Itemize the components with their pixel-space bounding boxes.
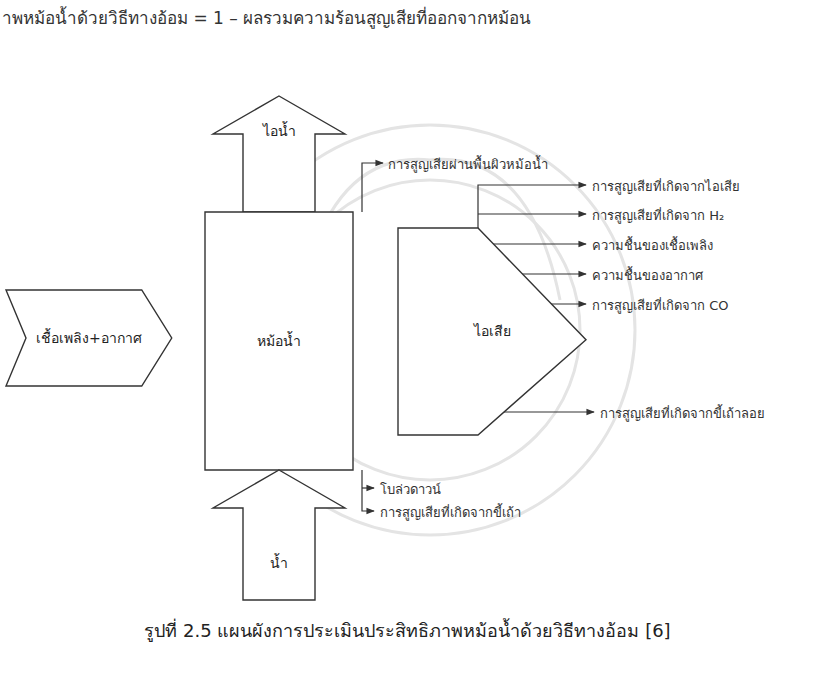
loss-label: การสูญเสียที่เกิดจากไอเสีย <box>592 176 740 195</box>
loss-label: การสูญเสียที่เกิดจากขี้เถ้าลอย <box>600 406 765 421</box>
loss-label: การสูญเสียที่เกิดจากขี้เถ้าลอย <box>600 403 765 422</box>
loss-label: โบล่วดาวน์ <box>380 482 441 497</box>
loss-label: การสูญเสียที่เกิดจาก CO <box>592 295 728 314</box>
steam-arrow: ไอน้ำ <box>213 96 345 212</box>
loss-label: การสูญเสียที่เกิดจากไอเสีย <box>592 179 740 194</box>
exhaust-shape: ไอเสีย <box>398 228 586 435</box>
loss-label: การสูญเสียที่เกิดจาก CO <box>592 298 728 313</box>
header-text: าพหม้อน้ำด้วยวิธีทางอ้อม = 1 – ผลรวมความ… <box>2 8 531 28</box>
loss-label: การสูญเสียผ่านพื้นผิวหม้อน้ำ <box>388 157 548 172</box>
input-arrow: เชื้อเพลิง+อากาศ <box>6 290 172 386</box>
loss-label: โบล่วดาวน์ <box>380 479 441 498</box>
node-label: ไอเสีย <box>474 322 511 340</box>
loss-label: ความชื้นของเชื้อเพลิง <box>592 238 713 253</box>
figure-caption: รูปที่ 2.5 แผนผังการประเมินประสิทธิภาพหม… <box>144 620 670 641</box>
loss-label: การสูญเสียที่เกิดจาก H₂ <box>592 205 724 224</box>
node-label: หม้อน้ำ <box>257 332 301 350</box>
shape-outline <box>213 96 345 212</box>
header-text: าพหม้อน้ำด้วยวิธีทางอ้อม = 1 – ผลรวมความ… <box>2 8 531 28</box>
node-label: น้ำ <box>270 554 288 572</box>
leader-lines <box>362 163 594 511</box>
boiler-box: หม้อน้ำ <box>205 212 353 470</box>
loss-label: การสูญเสียที่เกิดจาก H₂ <box>592 208 724 223</box>
loss-label: ความชื้นของอากาศ <box>592 268 703 283</box>
node-label: ไอน้ำ <box>263 122 296 140</box>
shape-outline <box>213 470 345 600</box>
loss-label: ความชื้นของอากาศ <box>592 265 703 284</box>
loss-label: การสูญเสียที่เกิดจากขี้เถ้า <box>380 502 521 521</box>
loss-label: การสูญเสียที่เกิดจากขี้เถ้า <box>380 505 521 520</box>
figure-caption: รูปที่ 2.5 แผนผังการประเมินประสิทธิภาพหม… <box>0 620 815 642</box>
loss-label: การสูญเสียผ่านพื้นผิวหม้อน้ำ <box>388 154 548 173</box>
node-label: เชื้อเพลิง+อากาศ <box>36 329 142 347</box>
loss-label: ความชื้นของเชื้อเพลิง <box>592 235 713 254</box>
water-arrow: น้ำ <box>213 470 345 600</box>
